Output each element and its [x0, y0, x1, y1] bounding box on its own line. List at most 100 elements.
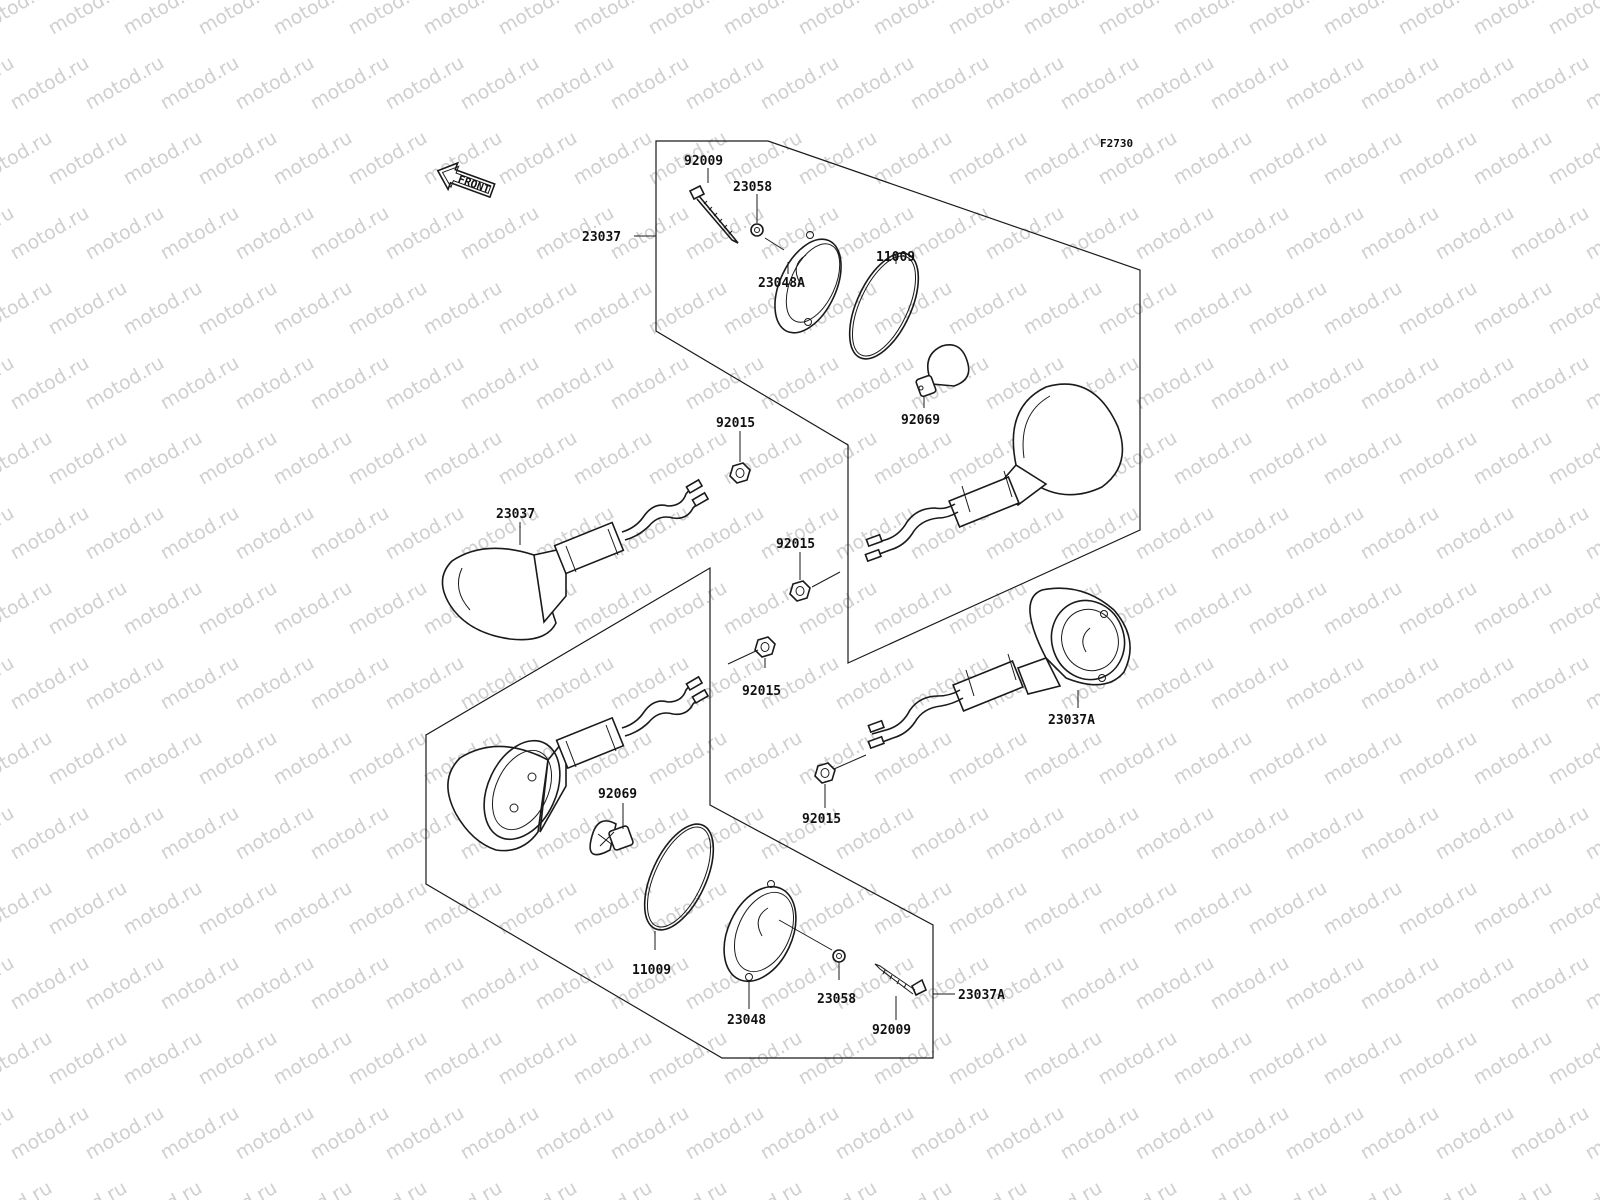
- watermark-text: motod.ru: [420, 1027, 506, 1090]
- watermark-text: motod.ru: [870, 877, 956, 940]
- watermark-text: motod.ru: [270, 1177, 356, 1200]
- watermark-text: motod.ru: [832, 52, 918, 115]
- watermark-text: motod.ru: [1357, 502, 1443, 565]
- watermark-text: motod.ru: [1170, 1177, 1256, 1200]
- nut-part: [814, 762, 836, 784]
- watermark-text: motod.ru: [945, 1177, 1031, 1200]
- watermark-text: motod.ru: [1207, 502, 1293, 565]
- watermark-text: motod.ru: [457, 352, 543, 415]
- lens-cover-part: [723, 880, 797, 983]
- watermark-text: motod.ru: [270, 427, 356, 490]
- watermark-text: motod.ru: [157, 352, 243, 415]
- watermark-text: motod.ru: [1207, 352, 1293, 415]
- watermark-text: motod.ru: [1507, 1102, 1593, 1165]
- watermark-text: motod.ru: [1470, 1177, 1556, 1200]
- callout-nut-front-left: 92015: [716, 416, 755, 431]
- watermark-text: motod.ru: [420, 1177, 506, 1200]
- callout-labels: 92009 23058 23037 11009 23048A 92069 920…: [496, 154, 1095, 1038]
- watermark-text: motod.ru: [1320, 577, 1406, 640]
- watermark-text: motod.ru: [1132, 502, 1218, 565]
- watermark-text: motod.ru: [0, 727, 56, 790]
- watermark-text: motod.ru: [82, 52, 168, 115]
- watermark-text: motod.ru: [7, 352, 93, 415]
- watermark-text: motod.ru: [1357, 1102, 1443, 1165]
- watermark-text: motod.ru: [1357, 802, 1443, 865]
- watermark-text: motod.ru: [1432, 352, 1518, 415]
- watermark-text: motod.ru: [1470, 0, 1556, 39]
- watermark-text: motod.ru: [870, 577, 956, 640]
- callout-assembly-rear-left: 23037A: [958, 988, 1005, 1003]
- watermark-text: motod.ru: [1057, 52, 1143, 115]
- watermark-text: motod.ru: [645, 577, 731, 640]
- watermark-text: motod.ru: [232, 52, 318, 115]
- watermark-text: motod.ru: [570, 427, 656, 490]
- watermark-text: motod.ru: [270, 1027, 356, 1090]
- gasket-part: [848, 252, 920, 360]
- watermark-text: motod.ru: [195, 277, 281, 340]
- watermark-text: motod.ru: [870, 127, 956, 190]
- watermark-text: motod.ru: [420, 877, 506, 940]
- watermark-text: motod.ru: [1095, 277, 1181, 340]
- watermark-text: motod.ru: [1057, 202, 1143, 265]
- watermark-text: motod.ru: [157, 1102, 243, 1165]
- watermark-text: motod.ru: [832, 352, 918, 415]
- callout-washer-rear: 23058: [817, 992, 856, 1007]
- watermark-text: motod.ru: [1395, 577, 1481, 640]
- watermark-text: motod.ru: [270, 277, 356, 340]
- watermark-text: motod.ru: [982, 802, 1068, 865]
- watermark-text: motod.ru: [232, 802, 318, 865]
- watermark-text: motod.ru: [157, 502, 243, 565]
- callout-nut-center-lower: 92015: [742, 684, 781, 699]
- callout-gasket-rear: 11009: [632, 963, 671, 978]
- lens-cover-part: [774, 231, 842, 334]
- watermark-text: motod.ru: [795, 427, 881, 490]
- watermark-text: motod.ru: [607, 1102, 693, 1165]
- callout-screw-front: 92009: [684, 154, 723, 169]
- watermark-text: motod.ru: [495, 1177, 581, 1200]
- watermark-text: motod.ru: [0, 277, 56, 340]
- watermark-text: motod.ru: [382, 202, 468, 265]
- watermark-text: motod.ru: [1207, 52, 1293, 115]
- watermark-text: motod.ru: [982, 952, 1068, 1015]
- watermark-text: motod.ru: [1507, 352, 1593, 415]
- watermark-text: motod.ru: [45, 0, 131, 39]
- watermark-text: motod.ru: [157, 52, 243, 115]
- watermark-text: motod.ru: [1545, 577, 1600, 640]
- watermark-text: motod.ru: [1470, 277, 1556, 340]
- watermark-text: motod.ru: [1282, 802, 1368, 865]
- watermark-text: motod.ru: [345, 1177, 431, 1200]
- watermark-text: motod.ru: [945, 277, 1031, 340]
- watermark-text: motod.ru: [1470, 727, 1556, 790]
- watermark-text: motod.ru: [195, 427, 281, 490]
- watermark-text: motod.ru: [1507, 502, 1593, 565]
- callout-nut-center-upper: 92015: [776, 537, 815, 552]
- watermark-text: motod.ru: [645, 1027, 731, 1090]
- watermark-text: motod.ru: [607, 352, 693, 415]
- watermark-text: motod.ru: [1245, 727, 1331, 790]
- watermark-text: motod.ru: [1020, 1027, 1106, 1090]
- watermark-text: motod.ru: [982, 52, 1068, 115]
- watermark-text: motod.ru: [1245, 277, 1331, 340]
- watermark-text: motod.ru: [907, 52, 993, 115]
- watermark-text: motod.ru: [495, 1027, 581, 1090]
- rear-left-group-outline: [425, 566, 934, 1059]
- watermark-text: motod.ru: [1020, 877, 1106, 940]
- watermark-text: motod.ru: [1170, 1027, 1256, 1090]
- watermark-text: motod.ru: [120, 1177, 206, 1200]
- watermark-text: motod.ru: [495, 0, 581, 39]
- watermark-text: motod.ru: [495, 277, 581, 340]
- watermark-text: motod.ru: [382, 52, 468, 115]
- callout-screw-rear: 92009: [872, 1023, 911, 1038]
- watermark-text: motod.ru: [532, 352, 618, 415]
- washer-part: [832, 949, 846, 963]
- watermark-text: motod.ru: [82, 952, 168, 1015]
- watermark-text: motod.ru: [1545, 877, 1600, 940]
- watermark-text: motod.ru: [1357, 952, 1443, 1015]
- watermark-text: motod.ru: [382, 952, 468, 1015]
- watermark-text: motod.ru: [382, 502, 468, 565]
- watermark-text: motod.ru: [1282, 652, 1368, 715]
- watermark-text: motod.ru: [1207, 202, 1293, 265]
- watermark-text: motod.ru: [120, 0, 206, 39]
- watermark-text: motod.ru: [1357, 202, 1443, 265]
